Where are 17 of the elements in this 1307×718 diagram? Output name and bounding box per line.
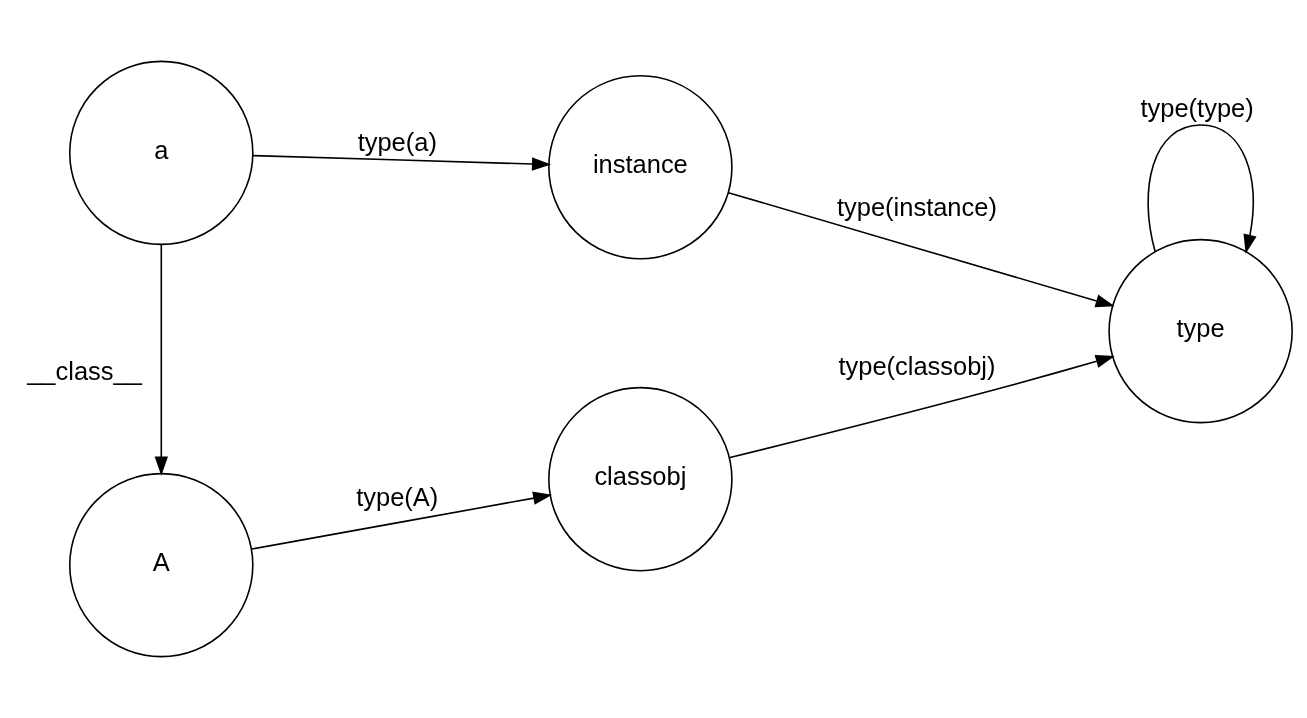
node-circle: a <box>68 60 254 246</box>
edge-label: type(classobj) <box>838 352 996 381</box>
node-circle: type <box>1108 238 1293 424</box>
edge-label: type(a) <box>357 127 437 156</box>
arrow <box>1147 124 1257 254</box>
edge-label: type(type) <box>1140 93 1254 122</box>
arrow <box>252 154 552 171</box>
edge-label: type(instance) <box>837 193 997 222</box>
edge-label: type(A) <box>356 482 439 511</box>
node-circle: instance <box>548 74 733 260</box>
edge-label: __class__ <box>27 356 142 385</box>
arrow <box>729 354 1115 459</box>
arrow <box>727 191 1115 308</box>
node-circle: A <box>68 472 254 658</box>
arrow <box>154 244 168 476</box>
arrow <box>251 491 553 550</box>
node-circle: classobj <box>548 386 733 572</box>
